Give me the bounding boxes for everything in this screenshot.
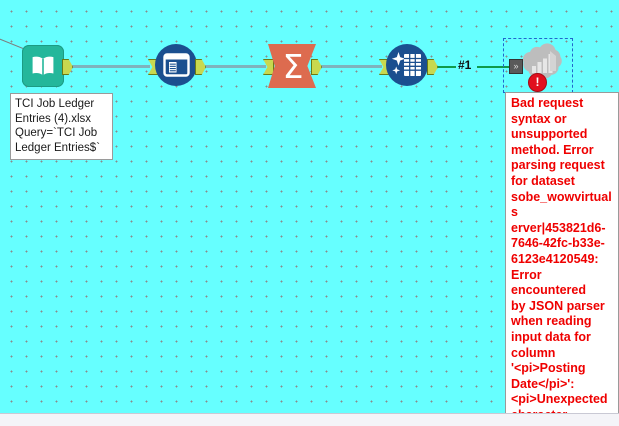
error-line: character xyxy=(511,408,613,413)
input-data-tooltip: TCI Job Ledger Entries (4).xlsx Query=`T… xyxy=(10,93,113,160)
tool-select[interactable] xyxy=(155,44,197,86)
error-line: method. Error xyxy=(511,142,594,157)
tool-input-data[interactable] xyxy=(22,45,64,87)
sparkle-grid-icon xyxy=(391,52,421,76)
anchor-select-output[interactable] xyxy=(195,59,206,75)
connector-select-to-summarize[interactable] xyxy=(198,65,266,68)
error-line: sobe_wowvirtuals xyxy=(511,189,612,220)
tool-data-cleansing[interactable] xyxy=(386,44,428,86)
error-line: parsing request xyxy=(511,158,605,173)
select-window-icon xyxy=(162,52,190,77)
error-line: column xyxy=(511,345,556,360)
book-icon xyxy=(32,56,54,76)
sigma-icon: Σ xyxy=(282,46,304,86)
cloud-barchart-icon xyxy=(522,43,562,79)
connector-cleansing-to-output-right[interactable] xyxy=(477,66,517,68)
error-line: unsupported xyxy=(511,127,588,142)
tool-publish-powerbi[interactable] xyxy=(517,42,569,86)
anchor-input-data-output[interactable] xyxy=(62,59,73,75)
anchor-summarize-output[interactable] xyxy=(311,59,322,75)
error-badge-icon[interactable]: ! xyxy=(528,73,547,92)
error-line: by JSON parser xyxy=(511,298,605,313)
error-line: '<pi>Posting xyxy=(511,361,586,376)
tooltip-line: Ledger Entries$` xyxy=(15,141,101,154)
error-line: input data for xyxy=(511,329,591,344)
workflow-canvas[interactable]: #1 Σ xyxy=(0,0,619,413)
anchor-cleansing-output[interactable] xyxy=(427,59,438,75)
tooltip-line: Entries (4).xlsx xyxy=(15,112,92,125)
tool-summarize[interactable]: Σ xyxy=(268,44,316,88)
error-line: when reading xyxy=(511,314,592,329)
error-line: 7646-42fc-b33e- xyxy=(511,236,605,251)
error-line: Bad request xyxy=(511,96,584,110)
error-line: for dataset xyxy=(511,173,575,188)
error-line: 6123e4120549: xyxy=(511,251,599,266)
error-line: <pi>Unexpected xyxy=(511,392,608,407)
connector-input-to-select[interactable] xyxy=(66,65,150,68)
connection-label-1: #1 xyxy=(458,58,472,72)
error-line: Date</pi>': xyxy=(511,376,575,391)
connector-summarize-to-cleansing[interactable] xyxy=(314,65,382,68)
connector-cleansing-to-output[interactable] xyxy=(430,66,456,68)
status-bar xyxy=(0,413,619,426)
error-line: Error encountered xyxy=(511,267,587,298)
error-message-tooltip: Bad request syntax or unsupported method… xyxy=(505,92,619,413)
tooltip-line: TCI Job Ledger xyxy=(15,98,95,110)
error-line: erver|453821d6- xyxy=(511,220,606,235)
tooltip-line: Query=`TCI Job xyxy=(15,127,98,139)
anchor-output-input[interactable] xyxy=(509,59,523,74)
error-line: syntax or xyxy=(511,111,567,126)
